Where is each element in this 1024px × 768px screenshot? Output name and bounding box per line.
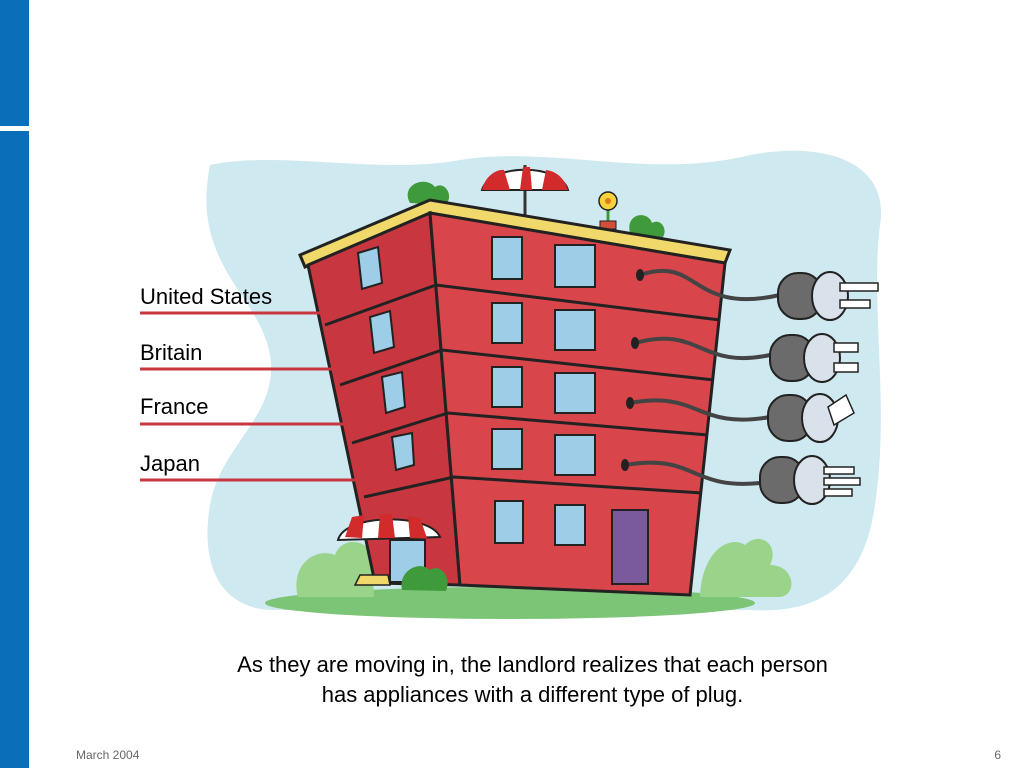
apartment-building-illustration bbox=[140, 150, 882, 619]
rooftop-plant-left bbox=[407, 181, 450, 205]
label-britain: Britain bbox=[140, 340, 203, 365]
slide-caption: As they are moving in, the landlord real… bbox=[150, 650, 915, 710]
page-number: 6 bbox=[994, 748, 1001, 762]
bush-front bbox=[401, 566, 448, 591]
bushes-left bbox=[296, 542, 374, 597]
plug-icon-britain bbox=[769, 333, 859, 383]
grass-ground bbox=[265, 587, 755, 619]
front-door bbox=[611, 509, 649, 585]
label-japan: Japan bbox=[140, 451, 200, 476]
entrance-awning bbox=[336, 514, 442, 586]
umbrella-icon bbox=[480, 165, 570, 215]
sidebar-top-bar bbox=[0, 0, 29, 126]
caption-line-1: As they are moving in, the landlord real… bbox=[237, 652, 828, 677]
sidebar-bottom-bar bbox=[0, 131, 29, 768]
plug-icon-japan bbox=[759, 455, 861, 505]
footer-date: March 2004 bbox=[76, 748, 140, 762]
plug-icon-united-states bbox=[777, 271, 879, 321]
bushes-right bbox=[700, 538, 792, 597]
plug-icon-france bbox=[767, 393, 855, 443]
sidebar-divider bbox=[0, 126, 29, 131]
caption-line-2: has appliances with a different type of … bbox=[321, 682, 744, 707]
label-united-states: United States bbox=[140, 284, 273, 309]
label-france: France bbox=[140, 394, 209, 419]
flower-icon bbox=[598, 191, 618, 230]
